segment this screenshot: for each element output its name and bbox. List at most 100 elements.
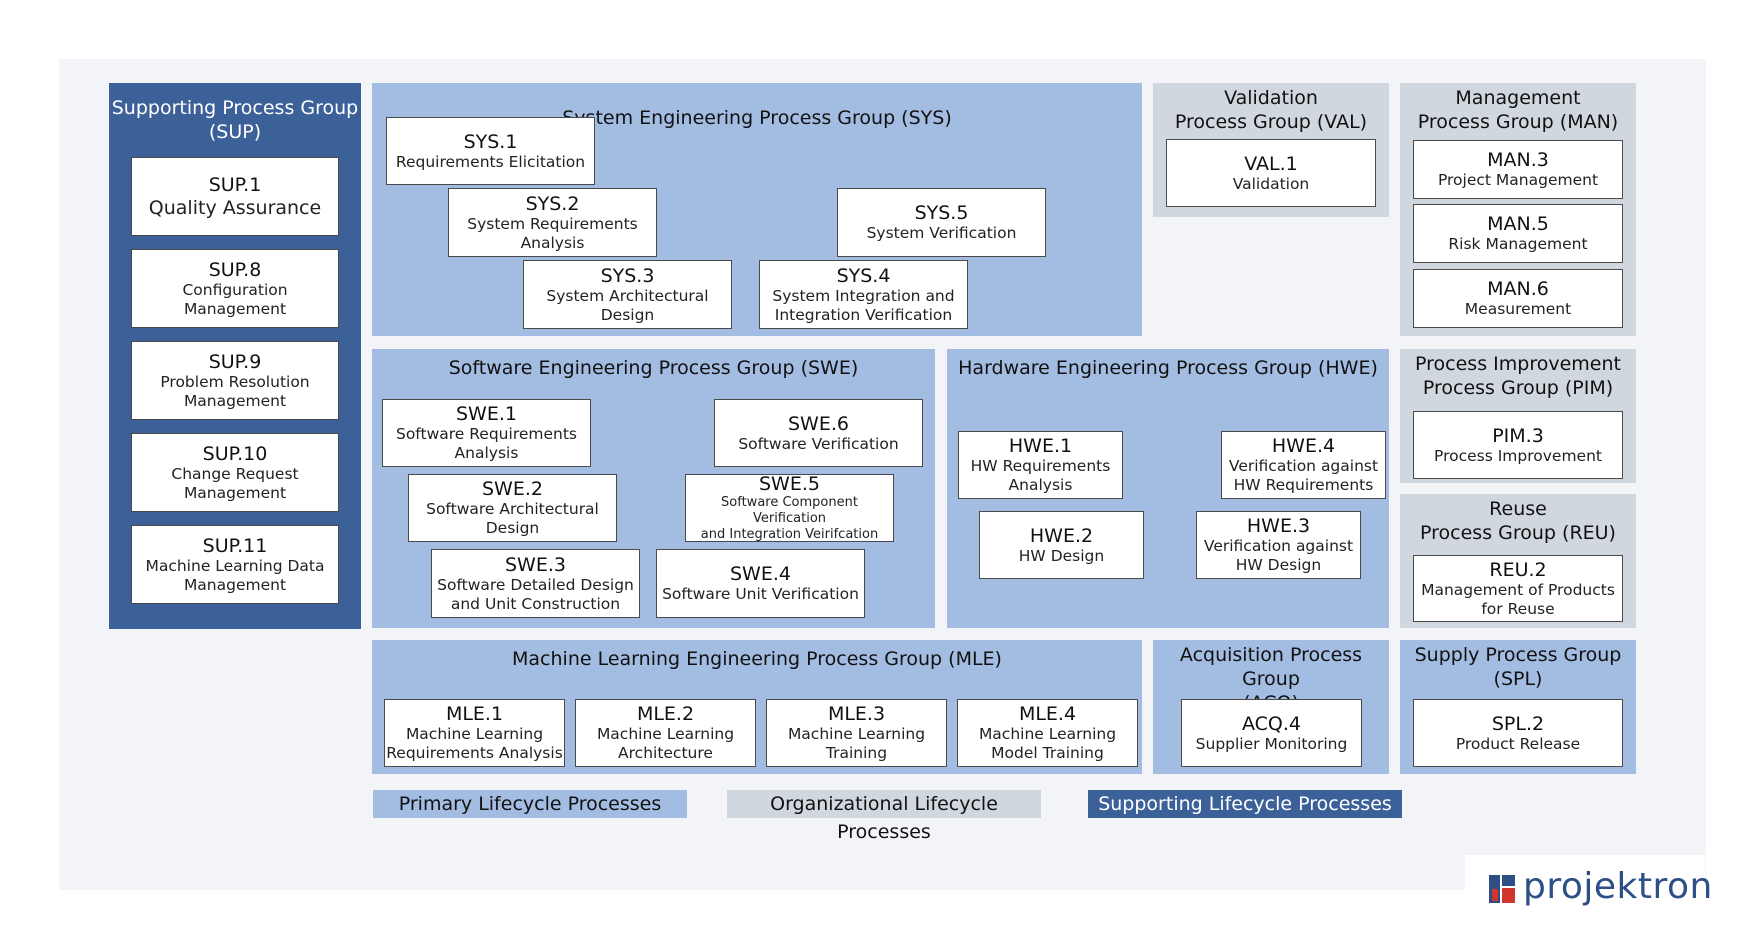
process-name: Software Detailed Design and Unit Constr… xyxy=(437,575,634,613)
process-name: Software Requirements Analysis xyxy=(395,425,577,462)
process-name: Supplier Monitoring xyxy=(1195,734,1348,753)
process-id: HWE.1 xyxy=(1008,435,1073,457)
process-hwe4: HWE.4 Verification against HW Requiremen… xyxy=(1221,431,1386,499)
process-name: Machine Learning Requirements Analysis xyxy=(386,725,563,762)
projektron-logo-icon xyxy=(1489,875,1515,903)
process-hwe3: HWE.3 Verification against HW Design xyxy=(1196,511,1361,579)
process-mle1: MLE.1 Machine Learning Requirements Anal… xyxy=(384,699,565,767)
group-title-val: Validation Process Group (VAL) xyxy=(1174,87,1368,133)
process-name: System Requirements Analysis xyxy=(467,214,638,252)
process-mle3: MLE.3 Machine Learning Training xyxy=(766,699,947,767)
process-id: SUP.9 xyxy=(208,350,262,373)
process-id: HWE.3 xyxy=(1246,515,1311,537)
group-man: Management Process Group (MAN) MAN.3 Pro… xyxy=(1400,83,1636,336)
process-id: SUP.10 xyxy=(202,442,268,465)
process-id: MAN.3 xyxy=(1487,149,1549,171)
projektron-logo-text: projektron xyxy=(1523,866,1713,907)
process-sup10: SUP.10 Change Request Management xyxy=(131,433,339,512)
group-spl: Supply Process Group (SPL) SPL.2 Product… xyxy=(1400,640,1636,774)
group-swe: Software Engineering Process Group (SWE)… xyxy=(372,349,935,628)
process-sys5: SYS.5 System Verification xyxy=(837,188,1046,257)
process-id: SYS.2 xyxy=(525,192,580,215)
process-sys2: SYS.2 System Requirements Analysis xyxy=(448,188,657,257)
process-name: Machine Learning Architecture xyxy=(596,725,735,762)
process-id: SYS.1 xyxy=(463,130,518,153)
process-swe5: SWE.5 Software Component Verification an… xyxy=(685,473,894,542)
group-sup: Supporting Process Group (SUP) SUP.1 Qua… xyxy=(109,83,361,629)
process-id: SPL.2 xyxy=(1491,712,1545,735)
process-id: SYS.5 xyxy=(914,202,969,224)
diagram-canvas: Supporting Process Group (SUP) SUP.1 Qua… xyxy=(59,59,1706,890)
group-val: Validation Process Group (VAL) VAL.1 Val… xyxy=(1153,83,1389,217)
process-id: MAN.5 xyxy=(1487,213,1549,235)
process-man6: MAN.6 Measurement xyxy=(1413,269,1623,328)
process-id: SUP.1 xyxy=(208,173,262,196)
process-man3: MAN.3 Project Management xyxy=(1413,140,1623,199)
process-id: MLE.2 xyxy=(636,703,695,725)
process-id: SWE.3 xyxy=(505,553,566,576)
group-title-sys: System Engineering Process Group (SYS) xyxy=(562,107,952,129)
process-sys4: SYS.4 System Integration and Integration… xyxy=(759,260,968,329)
process-name: Measurement xyxy=(1464,300,1572,318)
process-reu2: REU.2 Management of Products for Reuse xyxy=(1413,555,1623,622)
projektron-logo: projektron xyxy=(1465,855,1712,923)
process-id: SWE.4 xyxy=(730,563,791,585)
group-title-man: Management Process Group (MAN) xyxy=(1417,87,1619,133)
process-name: Machine Learning Data Management xyxy=(145,556,325,594)
process-id: SWE.5 xyxy=(759,473,820,495)
process-name: Problem Resolution Management xyxy=(160,372,310,410)
group-pim: Process Improvement Process Group (PIM) … xyxy=(1400,349,1636,483)
process-name: HW Design xyxy=(1018,546,1105,565)
process-name: Requirements Elicitation xyxy=(395,152,586,171)
process-name: Management of Products for Reuse xyxy=(1421,580,1615,618)
process-id: SWE.1 xyxy=(456,403,517,425)
process-name: Machine Learning Training xyxy=(787,725,926,762)
group-acq: Acquisition Process Group (ACQ) ACQ.4 Su… xyxy=(1153,640,1389,774)
process-swe6: SWE.6 Software Verification xyxy=(714,399,923,467)
process-id: VAL.1 xyxy=(1244,152,1298,175)
group-title-sup: Supporting Process Group (SUP) xyxy=(111,97,359,143)
process-swe2: SWE.2 Software Architectural Design xyxy=(408,474,617,542)
process-name: Validation xyxy=(1232,174,1310,193)
group-sys: System Engineering Process Group (SYS) S… xyxy=(372,83,1142,336)
process-val1: VAL.1 Validation xyxy=(1166,139,1376,207)
process-swe1: SWE.1 Software Requirements Analysis xyxy=(382,399,591,467)
process-name: Software Architectural Design xyxy=(426,500,599,537)
process-name: Verification against HW Requirements xyxy=(1228,457,1379,494)
process-id: SYS.4 xyxy=(836,264,891,287)
process-name: System Verification xyxy=(866,224,1017,242)
process-name: Machine Learning Model Training xyxy=(978,725,1117,762)
process-name: Risk Management xyxy=(1448,235,1588,253)
group-title-spl: Supply Process Group (SPL) xyxy=(1414,644,1622,690)
process-id: MAN.6 xyxy=(1487,278,1549,300)
legend-supporting: Supporting Lifecycle Processes xyxy=(1088,790,1402,818)
process-id: HWE.4 xyxy=(1271,435,1336,457)
process-id: SUP.11 xyxy=(202,534,268,557)
process-name: Software Component Verification and Inte… xyxy=(700,495,879,542)
process-name: Software Verification xyxy=(738,434,899,453)
process-id: SYS.3 xyxy=(600,264,655,287)
process-name: System Integration and Integration Verif… xyxy=(772,286,955,324)
group-title-hwe: Hardware Engineering Process Group (HWE) xyxy=(958,357,1378,379)
process-name: Configuration Management xyxy=(182,280,288,318)
process-id: ACQ.4 xyxy=(1241,712,1301,735)
group-reu: Reuse Process Group (REU) REU.2 Manageme… xyxy=(1400,494,1636,628)
process-name: Product Release xyxy=(1455,734,1581,753)
process-acq4: ACQ.4 Supplier Monitoring xyxy=(1181,699,1362,767)
process-sup9: SUP.9 Problem Resolution Management xyxy=(131,341,339,420)
process-id: SWE.6 xyxy=(788,412,849,435)
process-hwe1: HWE.1 HW Requirements Analysis xyxy=(958,431,1123,499)
process-name: Change Request Management xyxy=(171,464,299,502)
legend-primary: Primary Lifecycle Processes xyxy=(373,790,687,818)
process-sup1: SUP.1 Quality Assurance xyxy=(131,157,339,236)
process-swe4: SWE.4 Software Unit Verification xyxy=(656,549,865,618)
process-id: MLE.3 xyxy=(827,703,886,725)
process-id: REU.2 xyxy=(1489,558,1547,581)
process-sys1: SYS.1 Requirements Elicitation xyxy=(386,117,595,185)
legend-organizational: Organizational Lifecycle Processes xyxy=(727,790,1041,843)
group-title-mle: Machine Learning Engineering Process Gro… xyxy=(512,648,1002,670)
process-pim3: PIM.3 Process Improvement xyxy=(1413,411,1623,479)
process-hwe2: HWE.2 HW Design xyxy=(979,511,1144,579)
group-title-acq: Acquisition Process Group (ACQ) xyxy=(1179,644,1363,714)
process-id: MLE.1 xyxy=(445,703,504,725)
